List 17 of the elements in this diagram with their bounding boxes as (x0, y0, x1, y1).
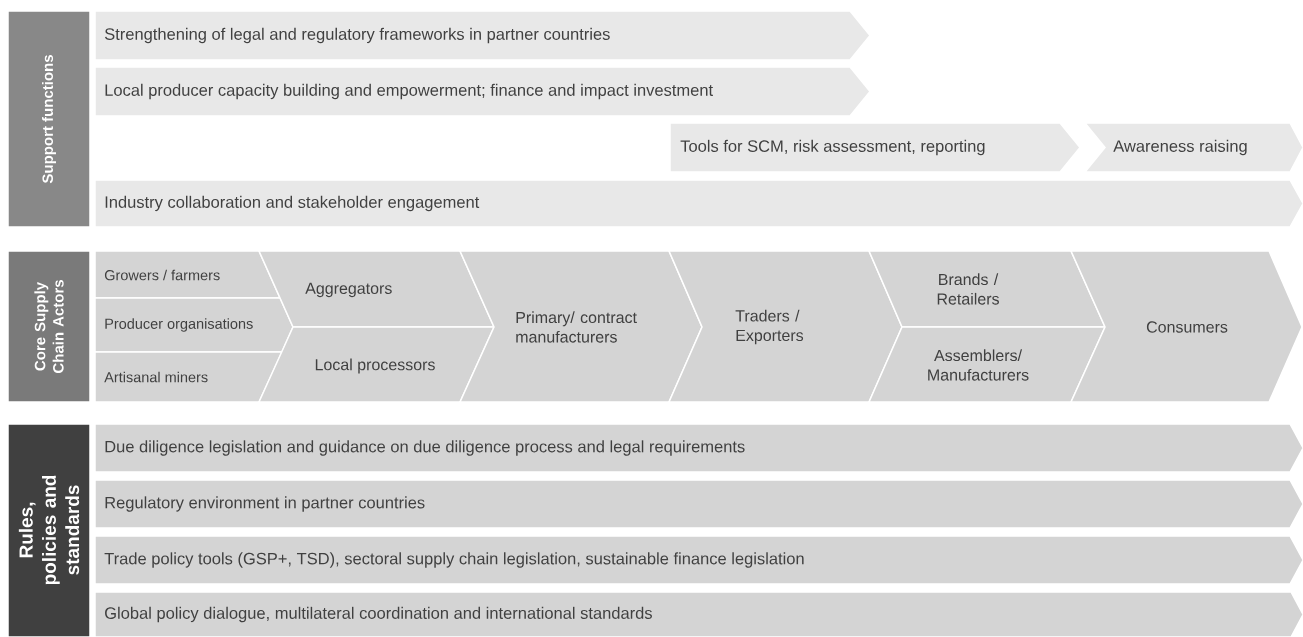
section-label: Core Supply Chain Actors (7, 250, 91, 403)
chevron-segment: Traders / Exporters (667, 250, 903, 403)
chevron-bar: Due diligence legislation and guidance on due diligence process and legal requirements (94, 423, 1303, 473)
chevron-bar: Local producer capacity building and empowerment; finance and impact investment (94, 66, 871, 117)
chevron-bar: Regulatory environment in partner countries (94, 479, 1303, 529)
node-label: Consumers (1146, 321, 1228, 333)
chevron-bar: Trade policy tools (GSP+, TSD), sectoral supply chain legislation, sustainable finance legislation (94, 535, 1303, 585)
section-label: Rules, policies and standards (7, 423, 91, 637)
chevron-bar: Tools for SCM, risk assessment, reporting (669, 122, 1081, 173)
actor-cell: Artisanal miners (94, 351, 284, 403)
chevron-bar: Global policy dialogue, multilateral coordination and international standards (94, 591, 1303, 637)
section-label: Support functions (7, 10, 91, 228)
actor-cell: Producer organisations (94, 297, 294, 353)
chevron-bar: Awareness raising (1083, 122, 1303, 173)
chevron-segment: Consumers (1069, 250, 1303, 403)
chevron-bar: Industry collaboration and stakeholder engagement (94, 179, 1303, 228)
chevron-bar: Strengthening of legal and regulatory frameworks in partner countries (94, 10, 871, 61)
